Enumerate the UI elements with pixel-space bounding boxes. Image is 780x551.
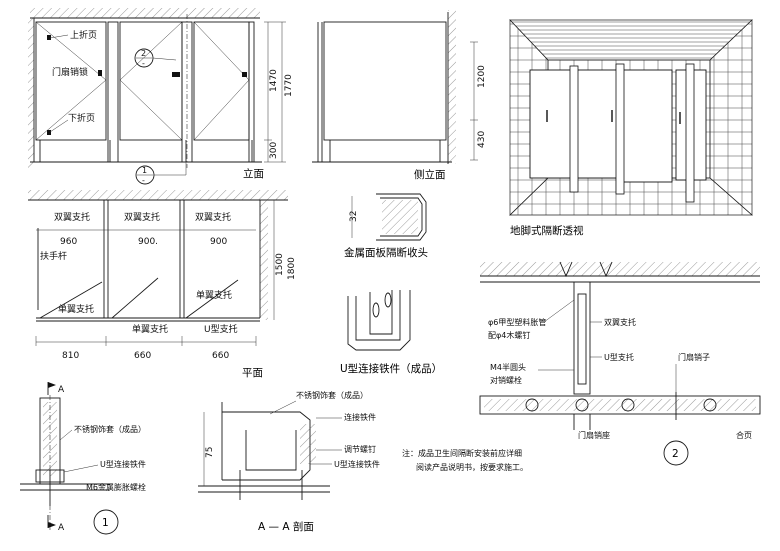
elevation-panel-2 <box>119 21 183 141</box>
svg-text:2: 2 <box>141 49 146 58</box>
dim-top-900b: 900 <box>210 237 227 247</box>
metal-edge-title: 金属面板隔断收头 <box>344 246 428 259</box>
note-line-1: 注：成品卫生间隔断安装前应详细 <box>402 448 522 458</box>
elevation-panel-1 <box>35 21 107 141</box>
elevation-post-1 <box>107 21 119 163</box>
dim-top-960: 960 <box>60 237 77 247</box>
note-line-2: 阅读产品说明书，按要求施工。 <box>416 462 528 472</box>
label-double-wing-1: 双翼支托 <box>54 211 90 223</box>
dim-bottom-660a: 660 <box>134 351 151 361</box>
elevation-view: 上折页 门扇销锁 下折页 2 - 1 - 1470 1770 300 立面 <box>28 8 294 185</box>
plan-title: 平面 <box>242 367 263 379</box>
section-mark-bottom: A <box>58 523 65 533</box>
callout-circle-2-detail <box>663 440 689 466</box>
elevation-panel-3 <box>193 21 250 141</box>
plan-view: 960 900. 900 810 660 660 1500 1800 双翼支托 … <box>28 190 297 379</box>
dim-1500: 1500 <box>275 253 285 276</box>
label-wood-screw: 配φ4木螺钉 <box>488 330 530 340</box>
u-iron-detail: U型连接铁件（成品） <box>340 290 442 375</box>
perspective-title: 地脚式隔断透视 <box>510 224 584 237</box>
label-pin-bolt: 对销螺栓 <box>490 375 522 385</box>
label-double-wing: 双翼支托 <box>604 317 636 327</box>
dim-430: 430 <box>477 131 487 148</box>
notes: 注：成品卫生间隔断安装前应详细 阅读产品说明书，按要求施工。 <box>402 448 528 472</box>
label-m4-bolt: M4半圆头 <box>490 362 526 372</box>
metal-edge-detail: 32 金属面板隔断收头 <box>344 193 428 259</box>
detail-2: φ6甲型塑料胀管 配φ4木螺钉 双翼支托 U型支托 M4半圆头 对销螺栓 门扇销… <box>479 261 761 466</box>
label-aa-connect-iron: 连接铁件 <box>344 412 376 422</box>
dim-1800: 1800 <box>287 257 297 280</box>
svg-text:1: 1 <box>102 517 109 529</box>
label-u-iron: U型连接铁件 <box>100 459 146 469</box>
label-aa-u-iron: U型连接铁件 <box>334 459 380 469</box>
dim-1200: 1200 <box>477 65 487 88</box>
label-door-lock: 门扇销锁 <box>52 66 88 78</box>
svg-text:1: 1 <box>142 166 147 175</box>
dim-top-900a: 900. <box>138 237 158 247</box>
label-door-pin: 门扇销子 <box>678 352 710 362</box>
label-m6-bolt: M6金属膨胀螺栓 <box>86 482 146 492</box>
label-single-wing-2: 单翼支托 <box>132 323 168 335</box>
label-aa-adjust-screw: 调节螺钉 <box>344 444 376 454</box>
label-aa-steel-sleeve: 不锈钢饰套（成品） <box>296 390 368 400</box>
dim-bottom-810: 810 <box>62 351 79 361</box>
dim-1770: 1770 <box>284 74 294 97</box>
label-u-bracket: U型支托 <box>604 352 634 362</box>
dim-75: 75 <box>205 447 215 458</box>
label-handrail: 扶手杆 <box>40 250 67 262</box>
svg-text:-: - <box>142 59 145 68</box>
label-lower-hinge: 下折页 <box>68 112 95 124</box>
ceiling-hatch <box>30 8 260 18</box>
svg-text:2: 2 <box>672 448 679 460</box>
detail-1: A 不锈钢饰套（成品） U型连接铁件 M6金属膨胀螺栓 A 1 <box>20 382 146 535</box>
label-double-wing-2: 双翼支托 <box>124 211 160 223</box>
dim-300: 300 <box>269 142 279 159</box>
dim-1470: 1470 <box>269 69 279 92</box>
dim-bottom-660b: 660 <box>212 351 229 361</box>
label-plastic-anchor: φ6甲型塑料胀管 <box>488 317 546 327</box>
label-steel-sleeve: 不锈钢饰套（成品） <box>74 424 146 434</box>
section-aa: 75 不锈钢饰套（成品） 连接铁件 调节螺钉 U型连接铁件 A — A 剖面 <box>198 390 380 533</box>
callout-circle-1-detail <box>93 509 119 535</box>
label-u-bracket: U型支托 <box>204 323 238 335</box>
svg-text:-: - <box>142 176 145 185</box>
u-iron-title: U型连接铁件（成品） <box>340 362 442 375</box>
label-door-pin-seat: 门扇销座 <box>578 430 610 440</box>
label-double-wing-3: 双翼支托 <box>195 211 231 223</box>
side-panel <box>323 21 447 141</box>
label-single-wing-3: 单翼支托 <box>196 289 232 301</box>
section-mark-top: A <box>58 385 65 395</box>
label-upper-hinge: 上折页 <box>70 29 97 41</box>
side-elevation-view: 侧立面 <box>312 10 456 181</box>
dim-32: 32 <box>349 211 359 222</box>
elevation-title: 立面 <box>243 167 264 180</box>
label-hinge: 合页 <box>736 430 752 440</box>
perspective-view: 1200 430 地脚式隔断透视 <box>470 19 753 237</box>
label-single-wing-1: 单翼支托 <box>58 303 94 315</box>
section-aa-title: A — A 剖面 <box>258 520 314 533</box>
side-elevation-title: 侧立面 <box>414 168 446 181</box>
